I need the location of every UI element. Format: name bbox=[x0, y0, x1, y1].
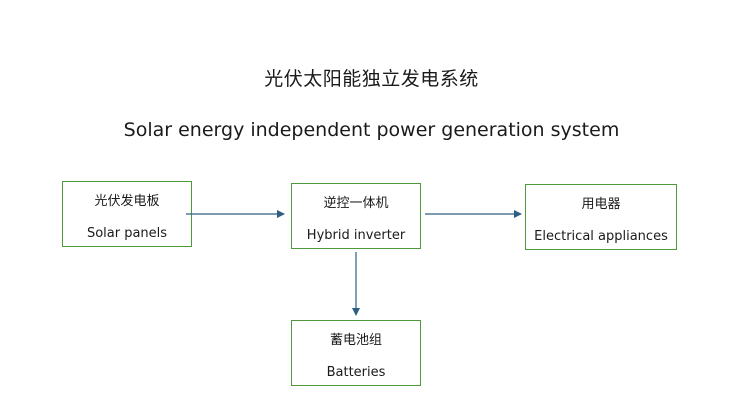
title-chinese: 光伏太阳能独立发电系统 bbox=[264, 68, 479, 90]
node-appliances-label-cn: 用电器 bbox=[581, 197, 621, 212]
node-hybrid-inverter-label-cn: 逆控一体机 bbox=[323, 196, 389, 211]
node-solar-panels-label-cn: 光伏发电板 bbox=[94, 194, 160, 209]
node-batteries-label-en: Batteries bbox=[326, 365, 386, 380]
node-solar-panels-label-en: Solar panels bbox=[86, 226, 168, 241]
node-appliances-label-en: Electrical appliances bbox=[534, 229, 668, 244]
node-electrical-appliances: 用电器 Electrical appliances bbox=[525, 184, 677, 250]
title-english: Solar energy independent power generatio… bbox=[123, 119, 620, 141]
node-hybrid-inverter: 逆控一体机 Hybrid inverter bbox=[291, 183, 421, 249]
node-batteries-label-cn: 蓄电池组 bbox=[329, 333, 382, 348]
node-solar-panels: 光伏发电板 Solar panels bbox=[62, 181, 192, 247]
node-hybrid-inverter-label-en: Hybrid inverter bbox=[306, 228, 406, 243]
node-batteries: 蓄电池组 Batteries bbox=[291, 320, 421, 386]
